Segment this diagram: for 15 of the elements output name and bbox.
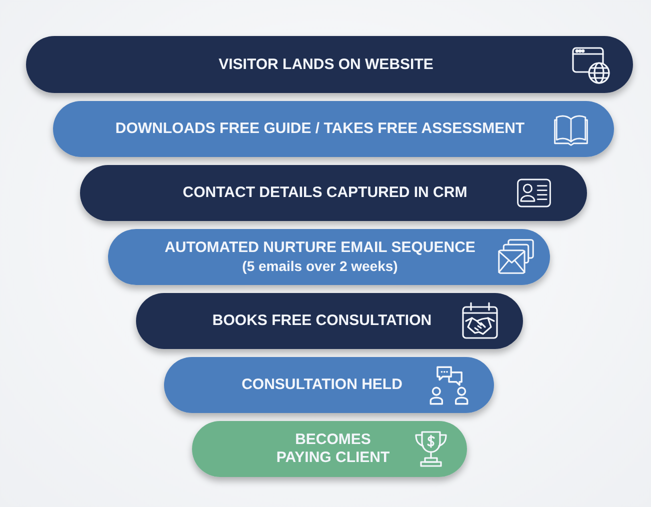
stage-label: VISITOR LANDS ON WEBSITE: [218, 56, 434, 74]
stage-label: CONSULTATION HELD: [242, 376, 402, 394]
funnel-band: [108, 229, 550, 285]
funnel-band: [80, 165, 587, 221]
funnel-band: [26, 36, 633, 93]
stage-label: DOWNLOADS FREE GUIDE / TAKES FREE ASSESSMENT: [115, 120, 525, 138]
funnel-band: [53, 101, 614, 157]
stage-note: (5 emails over 2 weeks): [242, 257, 398, 275]
funnel-band: [164, 357, 494, 413]
stage-label: CONTACT DETAILS CAPTURED IN CRM: [182, 184, 468, 202]
funnel-band: [136, 293, 523, 349]
funnel-band: [192, 421, 467, 477]
stage-label: BOOKS FREE CONSULTATION: [212, 312, 432, 330]
stage-label: BECOMES PAYING CLIENT: [275, 431, 391, 467]
stage-label: AUTOMATED NURTURE EMAIL SEQUENCE: [164, 239, 476, 257]
